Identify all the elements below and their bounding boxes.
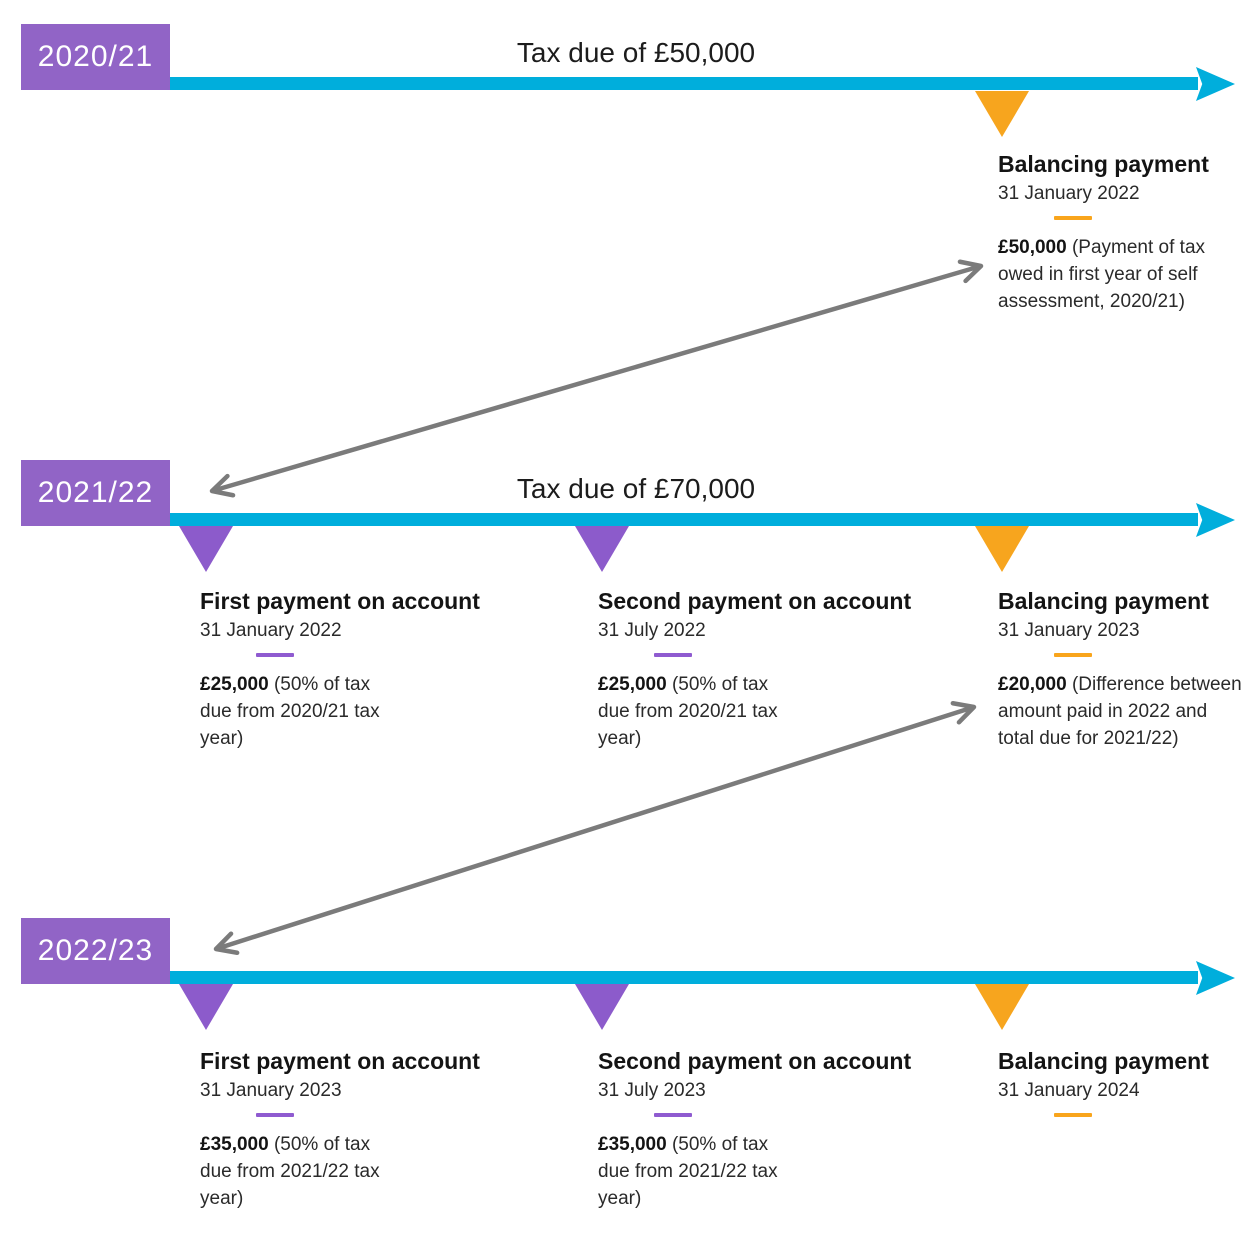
event-title: Balancing payment xyxy=(998,1048,1209,1074)
event-date: 31 July 2022 xyxy=(598,620,706,641)
marker-first-payment-2021-22 xyxy=(179,526,233,572)
timeline-arrowhead-2021-22 xyxy=(1196,503,1235,537)
event-divider xyxy=(256,1113,294,1117)
event-amount: £20,000 (Difference between amount paid … xyxy=(998,671,1244,752)
marker-first-payment-2022-23 xyxy=(179,984,233,1030)
timeline-arrowhead-2022-23 xyxy=(1196,961,1235,995)
event-amount: £25,000 (50% of tax due from 2020/21 tax… xyxy=(200,671,386,752)
amount-value: £20,000 xyxy=(998,674,1067,695)
amount-desc: (Difference between amount paid in 2022 … xyxy=(998,674,1242,749)
amount-value: £50,000 xyxy=(998,237,1067,258)
event-title: Balancing payment xyxy=(998,151,1209,177)
event-date: 31 January 2023 xyxy=(200,1080,342,1101)
amount-desc: (50% of tax due from 2021/22 tax year) xyxy=(200,1134,380,1209)
amount-value: £25,000 xyxy=(200,674,269,695)
event-date: 31 July 2023 xyxy=(598,1080,706,1101)
event-balancing-2022-23: Balancing payment 31 January 2024 xyxy=(998,1047,1244,1117)
event-divider xyxy=(1054,1113,1092,1117)
timeline-bar-2020-21 xyxy=(170,77,1198,90)
event-first-payment-2021-22: First payment on account 31 January 2022… xyxy=(200,587,480,752)
event-date: 31 January 2024 xyxy=(998,1080,1140,1101)
timeline-bar-2021-22 xyxy=(170,513,1198,526)
marker-second-payment-2021-22 xyxy=(575,526,629,572)
event-date: 31 January 2023 xyxy=(998,620,1140,641)
amount-value: £25,000 xyxy=(598,674,667,695)
event-first-payment-2022-23: First payment on account 31 January 2023… xyxy=(200,1047,480,1212)
connector-2020-21-balancing xyxy=(209,259,984,498)
event-title: Balancing payment xyxy=(998,588,1209,614)
amount-value: £35,000 xyxy=(598,1134,667,1155)
event-balancing-2021-22: Balancing payment 31 January 2023 £20,00… xyxy=(998,587,1244,752)
row-title-2020-21: Tax due of £50,000 xyxy=(516,37,756,68)
marker-second-payment-2022-23 xyxy=(575,984,629,1030)
amount-desc: (50% of tax due from 2021/22 tax year) xyxy=(598,1134,778,1209)
event-title: Second payment on account xyxy=(598,1048,912,1074)
event-second-payment-2021-22: Second payment on account 31 July 2022 £… xyxy=(598,587,912,752)
event-title: Second payment on account xyxy=(598,588,912,614)
event-divider xyxy=(1054,653,1092,657)
event-divider xyxy=(256,653,294,657)
event-date: 31 January 2022 xyxy=(998,183,1140,204)
marker-balancing-2022-23 xyxy=(975,984,1029,1030)
timeline-bar-2022-23 xyxy=(170,971,1198,984)
timeline-arrowhead-2020-21 xyxy=(1196,67,1235,101)
amount-desc: (Payment of tax owed in first year of se… xyxy=(998,237,1206,312)
amount-desc: (50% of tax due from 2020/21 tax year) xyxy=(200,674,380,749)
marker-balancing-2020-21 xyxy=(975,91,1029,137)
year-label-2022-23: 2022/23 xyxy=(21,918,170,984)
event-amount: £35,000 (50% of tax due from 2021/22 tax… xyxy=(200,1131,386,1212)
event-divider xyxy=(654,653,692,657)
event-balancing-2020-21: Balancing payment 31 January 2022 £50,00… xyxy=(998,150,1244,315)
amount-value: £35,000 xyxy=(200,1134,269,1155)
marker-balancing-2021-22 xyxy=(975,526,1029,572)
event-title: First payment on account xyxy=(200,1048,480,1074)
year-label-2021-22: 2021/22 xyxy=(21,460,170,526)
amount-desc: (50% of tax due from 2020/21 tax year) xyxy=(598,674,778,749)
event-second-payment-2022-23: Second payment on account 31 July 2023 £… xyxy=(598,1047,912,1212)
event-amount: £25,000 (50% of tax due from 2020/21 tax… xyxy=(598,671,784,752)
event-amount: £35,000 (50% of tax due from 2021/22 tax… xyxy=(598,1131,784,1212)
year-label-2020-21: 2020/21 xyxy=(21,24,170,90)
row-title-2021-22: Tax due of £70,000 xyxy=(516,473,756,504)
event-divider xyxy=(1054,216,1092,220)
event-date: 31 January 2022 xyxy=(200,620,342,641)
event-title: First payment on account xyxy=(200,588,480,614)
event-divider xyxy=(654,1113,692,1117)
event-amount: £50,000 (Payment of tax owed in first ye… xyxy=(998,234,1244,315)
